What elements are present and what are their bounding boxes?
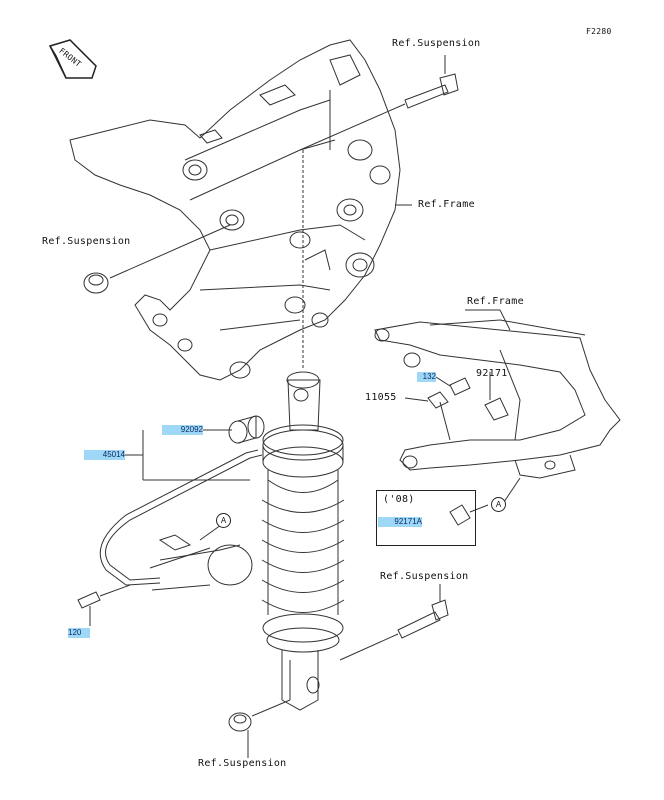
left-nut — [83, 224, 231, 294]
ref-suspension-top[interactable]: Ref.Suspension — [392, 38, 481, 49]
part-45014[interactable]: 45014 — [84, 450, 125, 460]
sensor-parts — [427, 377, 509, 526]
top-mount-bolt — [299, 73, 459, 151]
front-direction-arrow — [48, 38, 100, 82]
lower-mount-bolt — [339, 599, 449, 661]
frame-assembly — [69, 39, 401, 381]
ref-frame-main[interactable]: Ref.Frame — [418, 199, 475, 210]
ref-suspension-lower[interactable]: Ref.Suspension — [380, 571, 469, 582]
ref-suspension-left[interactable]: Ref.Suspension — [42, 236, 131, 247]
shock-absorber — [261, 150, 345, 711]
reservoir-hose — [99, 449, 263, 591]
part-92171A[interactable]: 92171A — [378, 517, 422, 527]
year-note: ('08) — [383, 494, 415, 505]
year-variant-box — [376, 490, 476, 546]
bolt-120 — [77, 584, 131, 609]
part-92171: 92171 — [476, 368, 508, 379]
part-120[interactable]: 120 — [68, 628, 90, 638]
subframe-assembly — [374, 319, 621, 479]
callout-a-right: A — [491, 497, 506, 512]
ref-frame-right[interactable]: Ref.Frame — [467, 296, 524, 307]
figure-id: F2280 — [586, 27, 612, 36]
part-92092[interactable]: 92092 — [162, 425, 203, 435]
part-132[interactable]: 132 — [417, 372, 436, 382]
callout-a-left: A — [216, 513, 231, 528]
bottom-nut — [228, 699, 291, 732]
part-11055: 11055 — [365, 392, 397, 403]
bushing — [228, 415, 265, 444]
ref-suspension-bottom[interactable]: Ref.Suspension — [198, 758, 287, 769]
